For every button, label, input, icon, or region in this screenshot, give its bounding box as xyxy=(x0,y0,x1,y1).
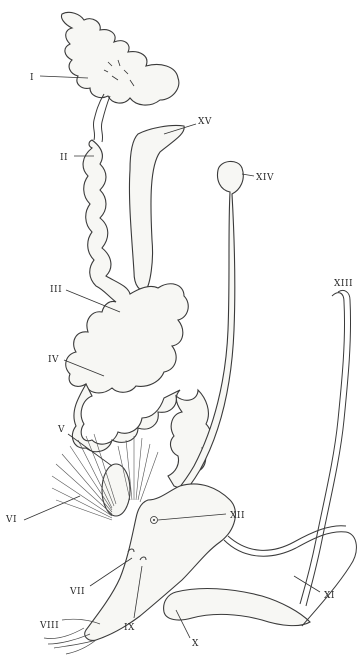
label-V: V xyxy=(57,425,65,435)
organ-XII-pore-dot xyxy=(153,519,155,521)
label-III: III xyxy=(50,285,62,295)
label-IV: IV xyxy=(48,355,59,365)
label-XII: XII xyxy=(230,511,245,521)
label-XV: XV xyxy=(198,117,212,127)
leader-V xyxy=(68,434,112,466)
label-IX: IX xyxy=(124,623,135,633)
label-X: X xyxy=(192,639,199,649)
organ-II-duct xyxy=(93,94,110,142)
label-VII: VII xyxy=(69,587,85,597)
leader-VI xyxy=(24,496,80,520)
organ-I-gland xyxy=(61,12,178,105)
label-VI: VI xyxy=(5,515,17,525)
label-VIII: VIII xyxy=(39,621,59,631)
organ-XV-tube xyxy=(129,125,184,290)
label-XI: XI xyxy=(324,591,335,601)
label-XIII: XIII xyxy=(334,279,353,289)
organ-V-oval xyxy=(102,464,130,516)
organ-X-lobe xyxy=(164,589,310,626)
organ-III-IV-tube xyxy=(66,140,189,393)
label-I: I xyxy=(30,73,34,83)
label-XIV: XIV xyxy=(256,173,274,183)
label-II: II xyxy=(60,153,68,163)
organ-XIII-duct xyxy=(300,290,351,606)
